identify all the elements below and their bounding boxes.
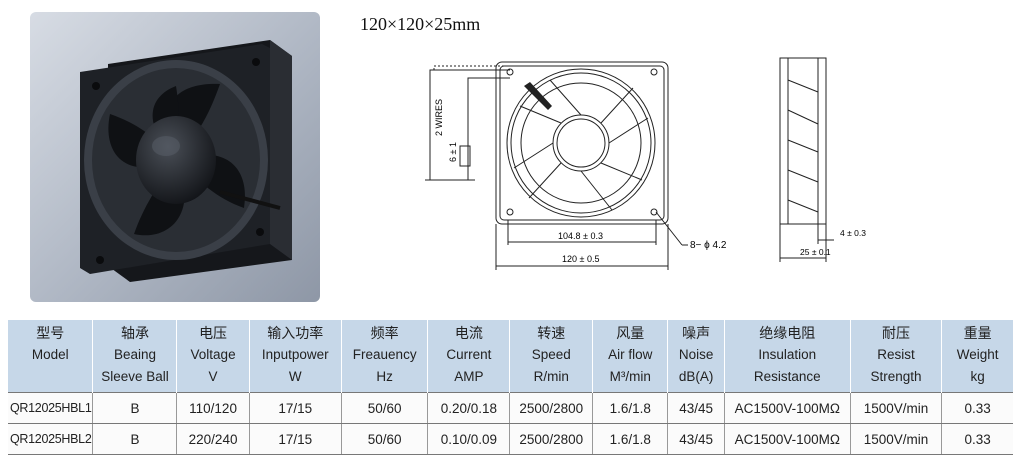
header-unit: Hz [376,369,393,384]
header-en: Resist [877,347,915,362]
table-cell: QR12025HBL2 [8,423,94,455]
header-unit: kg [970,369,985,384]
header-unit: dB(A) [678,369,714,384]
side-dimension: 4 ± 0.3 [840,228,866,238]
header-en: Model [31,347,69,362]
table-cell: 17/15 [249,423,342,455]
table-cell: 1500V/min [850,392,943,424]
header-zh: 风量 [616,325,645,341]
depth-dimension: 25 ± 0.1 [800,247,831,257]
header-zh: 重量 [963,325,992,341]
side-drawing: 4 ± 0.3 25 ± 0.1 [779,57,866,262]
header-unit: Resistance [753,369,821,384]
table-cell: 43/45 [667,392,725,424]
table-cell: 50/60 [341,392,429,424]
header-zh: 电流 [454,325,483,341]
mounting-holes: 8− ϕ 4.2 [690,240,727,251]
table-header-cell: 型号 Model [8,320,94,393]
header-unit: Sleeve Ball [101,369,169,384]
table-cell: 1.6/1.8 [592,423,669,455]
table-header-cell: 噪声 Noise dB(A) [667,320,725,393]
table-cell: 0.20/0.18 [427,392,511,424]
header-unit [10,366,90,388]
inner-dimension: 104.8 ± 0.3 [558,231,603,241]
table-header-cell: 重量 Weight kg [941,320,1013,393]
table-cell: QR12025HBL1 [8,392,94,424]
table-cell: 2500/2800 [509,392,594,424]
table-cell: B [92,392,178,424]
header-en: Inputpower [261,347,329,362]
header-en: Speed [531,347,571,362]
table-cell: 0.33 [941,423,1013,455]
header-zh: 耐压 [881,325,910,341]
table-cell: B [92,423,178,455]
header-en: Current [446,347,492,362]
outer-dimension: 120 ± 0.5 [562,254,599,264]
header-zh: 输入功率 [267,325,324,341]
header-en: Insulation [758,347,817,362]
header-unit: Strength [870,369,922,384]
header-unit: AMP [454,369,484,384]
table-cell: 110/120 [176,392,250,424]
header-unit: M³/min [609,369,651,384]
header-zh: 电压 [199,325,228,341]
table-cell: AC1500V-100MΩ [724,392,851,424]
table-cell: 220/240 [176,423,250,455]
header-en: Weight [956,347,999,362]
header-zh: 轴承 [120,325,149,341]
table-cell: 43/45 [667,423,725,455]
header-zh: 绝缘电阻 [759,325,816,341]
table-cell: 0.33 [941,392,1013,424]
fan-icon [80,40,292,282]
fan-size-title: 120×120×25mm [360,14,481,34]
wires-label: 2 WIRES [434,99,444,136]
terminal-label: 6 ± 1 [448,142,458,162]
table-cell: AC1500V-100MΩ [724,423,851,455]
table-cell: 17/15 [249,392,342,424]
header-zh: 型号 [36,325,65,341]
table-cell: 0.10/0.09 [427,423,511,455]
table-cell: 1.6/1.8 [592,392,669,424]
header-en: Air flow [608,347,653,362]
header-unit: W [288,369,302,384]
table-cell: 2500/2800 [509,423,594,455]
header-zh: 噪声 [682,325,711,341]
header-zh: 转速 [537,325,566,341]
header-en: Freauency [352,347,417,362]
header-zh: 频率 [370,325,399,341]
header-en: Beaing [113,347,156,362]
fan-photo [30,12,320,302]
header-en: Voltage [190,347,236,362]
header-unit: V [208,369,218,384]
header-en: Noise [678,347,714,362]
header-unit: R/min [533,369,569,384]
front-drawing: 2 WIRES 6 ± 1 104.8 ± 0.3 120 ± 0.5 8− ϕ… [425,61,727,270]
table-cell: 1500V/min [850,423,943,455]
table-cell: 50/60 [341,423,429,455]
